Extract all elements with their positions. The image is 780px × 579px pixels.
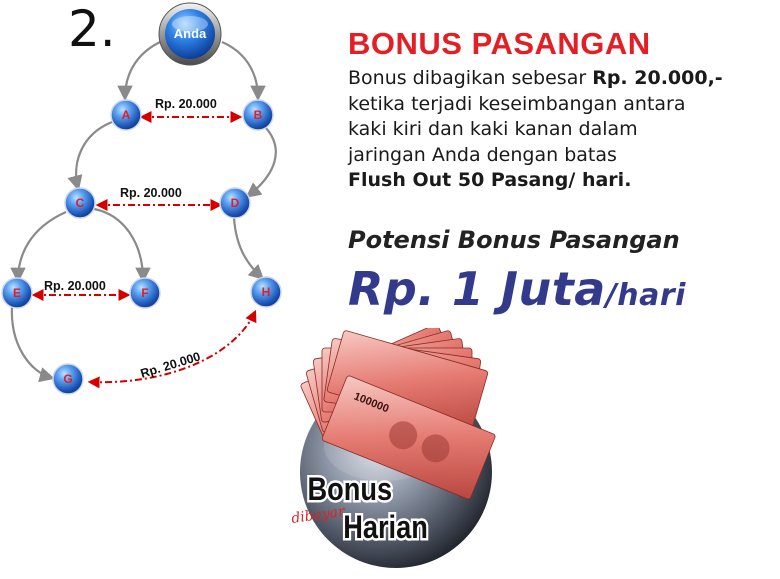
tree-arrow-root-a bbox=[117, 41, 161, 102]
step-number: 2. bbox=[68, 0, 116, 58]
flush-out-limit: Flush Out 50 Pasang bbox=[348, 169, 569, 191]
description-line-5: Flush Out 50 Pasang/ hari. bbox=[348, 169, 632, 191]
pair-arrow-g-h bbox=[87, 309, 257, 389]
node-g-label: G bbox=[63, 372, 72, 386]
badge-line-2: Harian bbox=[343, 510, 428, 546]
root-node: Anda bbox=[158, 2, 222, 66]
description-line-3: kaki kiri dan kaki kanan dalam bbox=[348, 118, 638, 140]
daily-bonus-badge: 100000 Bonus dibayar Harian bbox=[290, 328, 496, 568]
node-d: D bbox=[219, 187, 251, 219]
tree-arrow-b-d bbox=[245, 127, 277, 198]
badge-line-1: Bonus bbox=[308, 472, 393, 508]
node-f-label: F bbox=[141, 286, 148, 300]
tree-arrow-a-c bbox=[67, 120, 113, 191]
tree-arrow-c-e bbox=[10, 210, 67, 284]
description-line-4: jaringan Anda dengan batas bbox=[348, 143, 617, 166]
network-diagram: Rp. 20.000 Rp. 20.000 Rp. 20.000 Rp. 20.… bbox=[1, 2, 282, 395]
tree-arrow-d-h bbox=[232, 217, 265, 281]
root-node-label: Anda bbox=[174, 26, 207, 41]
node-h-label: H bbox=[262, 285, 271, 299]
node-e: E bbox=[1, 277, 33, 309]
node-a: A bbox=[110, 99, 142, 131]
node-c-label: C bbox=[76, 196, 85, 210]
node-h: H bbox=[250, 276, 282, 308]
potential-value: Rp. 1 Juta/hari bbox=[348, 262, 686, 316]
pair-label-a-b: Rp. 20.000 bbox=[155, 97, 217, 111]
tree-arrow-c-f bbox=[87, 206, 151, 284]
bonus-description: Bonus dibagikan sebesar Rp. 20.000,- ket… bbox=[348, 66, 780, 194]
tree-arrow-root-b bbox=[221, 40, 266, 102]
bonus-amount: Rp. 20.000,- bbox=[592, 67, 723, 89]
description-line-1: Bonus dibagikan sebesar Rp. 20.000,- bbox=[348, 67, 723, 89]
node-d-label: D bbox=[231, 196, 240, 210]
potential-unit: /hari bbox=[605, 278, 686, 313]
node-b-label: B bbox=[254, 108, 263, 122]
pair-label-c-d: Rp. 20.000 bbox=[120, 186, 182, 200]
node-a-label: A bbox=[122, 108, 131, 122]
potential-label: Potensi Bonus Pasangan bbox=[348, 226, 680, 254]
tree-arrow-e-g bbox=[10, 305, 55, 383]
description-line-2: ketika terjadi keseimbangan antara bbox=[348, 92, 686, 115]
page-title: BONUS PASANGAN bbox=[348, 26, 651, 61]
node-f: F bbox=[129, 277, 161, 309]
pair-label-e-f: Rp. 20.000 bbox=[44, 279, 106, 293]
potential-amount: Rp. 1 Juta bbox=[348, 262, 606, 316]
node-b: B bbox=[242, 99, 274, 131]
node-c: C bbox=[64, 187, 96, 219]
node-g: G bbox=[52, 363, 84, 395]
pair-label-g-h: Rp. 20.000 bbox=[139, 349, 202, 380]
badge-script: dibayar bbox=[290, 503, 347, 526]
node-e-label: E bbox=[13, 286, 21, 300]
